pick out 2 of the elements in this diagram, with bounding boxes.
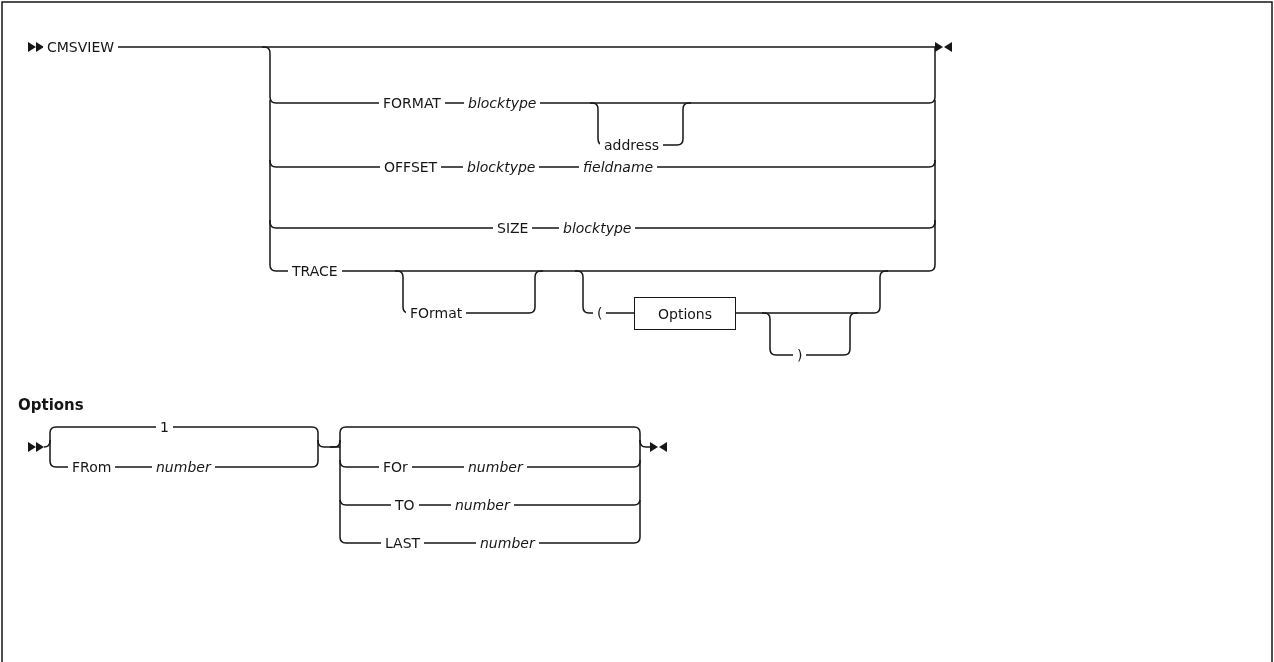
fragment-name: Options xyxy=(658,305,712,322)
fragment-reference-box xyxy=(634,297,736,330)
